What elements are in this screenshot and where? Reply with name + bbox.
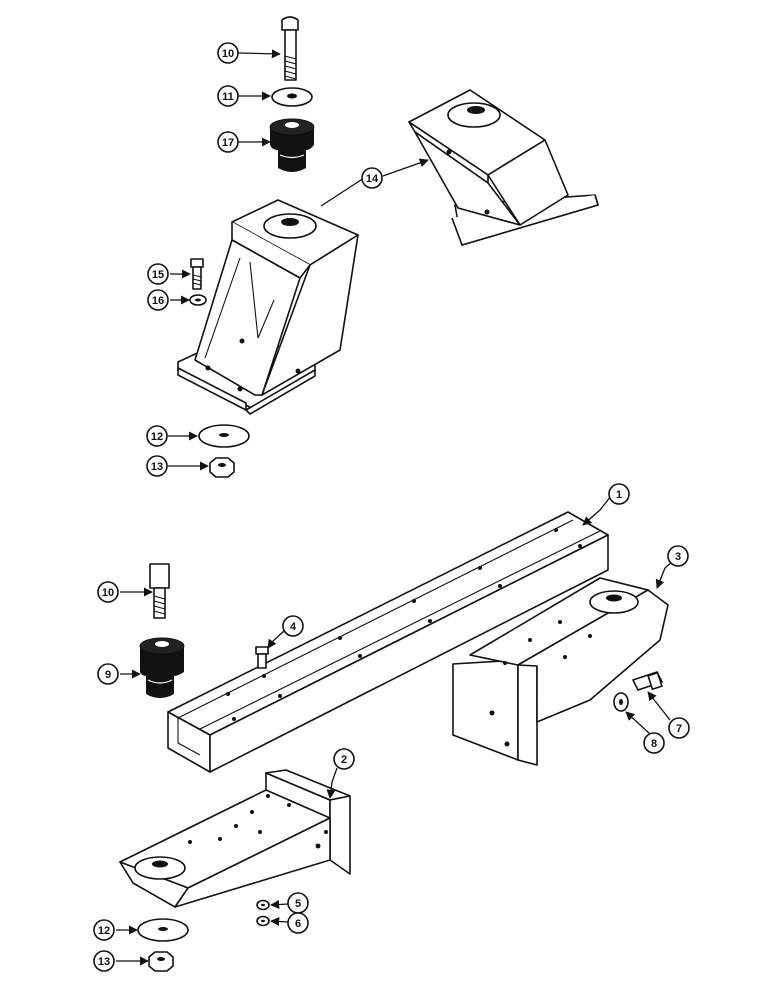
svg-text:3: 3 xyxy=(675,551,681,563)
svg-text:13: 13 xyxy=(98,956,110,968)
svg-text:10: 10 xyxy=(222,48,234,60)
svg-text:12: 12 xyxy=(98,925,110,937)
callout-3: 3 xyxy=(667,545,689,567)
svg-text:16: 16 xyxy=(152,295,164,307)
washer-11 xyxy=(271,87,313,107)
callout-2: 2 xyxy=(333,748,355,770)
support-bracket-2 xyxy=(119,769,351,908)
callout-12-bottom: 12 xyxy=(93,919,115,941)
lock-washer-16 xyxy=(189,294,207,306)
svg-text:1: 1 xyxy=(616,489,622,501)
rubber-mount-9 xyxy=(139,637,185,698)
svg-text:6: 6 xyxy=(295,918,301,930)
svg-text:14: 14 xyxy=(366,173,379,185)
washer-12-bottom xyxy=(137,918,189,942)
lock-washer-6 xyxy=(256,915,270,927)
callout-14: 14 xyxy=(361,167,383,189)
callout-4: 4 xyxy=(282,615,304,637)
mount-bracket-14-right xyxy=(408,89,599,246)
channel-rail-1 xyxy=(167,511,609,773)
svg-text:5: 5 xyxy=(295,898,301,910)
callout-13-bottom: 13 xyxy=(93,950,115,972)
svg-text:4: 4 xyxy=(290,621,297,633)
svg-text:7: 7 xyxy=(676,723,682,735)
svg-text:10: 10 xyxy=(102,587,114,599)
callout-12-top: 12 xyxy=(146,425,168,447)
bolt-10-bottom xyxy=(149,563,170,619)
callout-5: 5 xyxy=(287,892,309,914)
leader-lines xyxy=(116,49,677,966)
callout-15: 15 xyxy=(147,263,169,285)
svg-text:2: 2 xyxy=(341,754,347,766)
callout-13-top: 13 xyxy=(146,455,168,477)
callout-10-top: 10 xyxy=(217,42,239,64)
svg-text:17: 17 xyxy=(222,137,234,149)
washer-12-top xyxy=(198,424,250,448)
callout-16: 16 xyxy=(147,289,169,311)
svg-text:8: 8 xyxy=(651,738,657,750)
callout-11: 11 xyxy=(217,85,239,107)
callout-6: 6 xyxy=(287,912,309,934)
callout-9: 9 xyxy=(97,663,119,685)
callout-17: 17 xyxy=(217,131,239,153)
bolt-7 xyxy=(632,671,663,691)
lock-washer-8 xyxy=(613,692,629,712)
nut-13-top xyxy=(209,457,235,478)
bolt-15 xyxy=(190,258,204,290)
mount-bracket-14-left xyxy=(177,199,359,415)
svg-text:11: 11 xyxy=(222,91,234,103)
svg-text:15: 15 xyxy=(152,269,164,281)
callout-7: 7 xyxy=(668,717,690,739)
svg-text:9: 9 xyxy=(105,669,111,681)
bolt-10-top xyxy=(281,16,299,81)
callout-8: 8 xyxy=(643,732,665,754)
nut-5 xyxy=(256,899,270,911)
nut-13-bottom xyxy=(148,951,174,972)
rubber-mount-17 xyxy=(269,118,315,172)
svg-text:13: 13 xyxy=(151,461,163,473)
callout-10-bottom: 10 xyxy=(97,581,119,603)
callout-1: 1 xyxy=(608,483,630,505)
support-bracket-3 xyxy=(452,577,669,766)
bolt-4 xyxy=(255,646,269,669)
svg-text:12: 12 xyxy=(151,431,163,443)
